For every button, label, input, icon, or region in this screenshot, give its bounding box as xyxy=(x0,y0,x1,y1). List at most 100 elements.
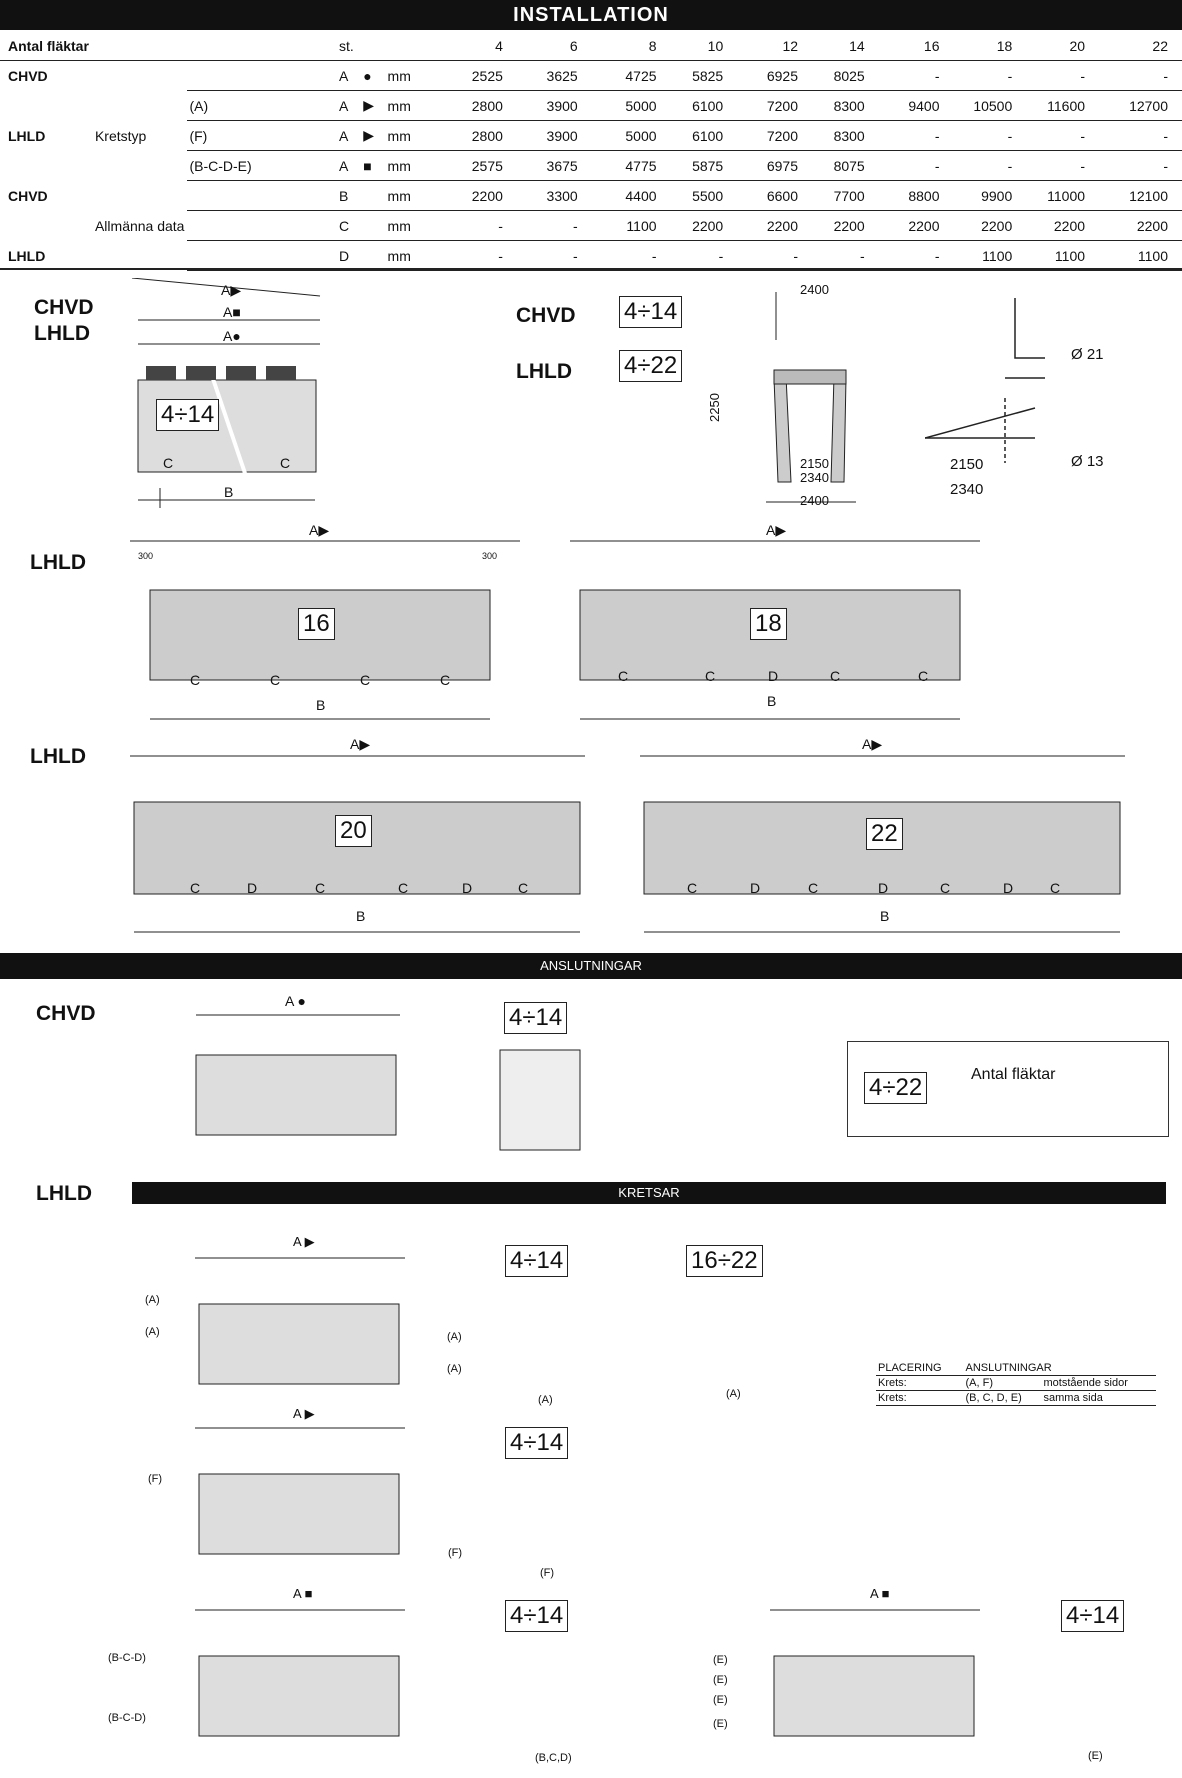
table-cell: - xyxy=(1099,120,1182,151)
table-cell: 9400 xyxy=(878,90,954,121)
table-cell: A xyxy=(337,120,362,151)
unit-18-drawing xyxy=(570,540,980,720)
dim-label-c: C xyxy=(270,672,281,688)
dim-line xyxy=(131,278,321,297)
table-cell: (A) xyxy=(187,90,338,121)
table-cell: 5825 xyxy=(670,60,738,91)
table-cell: - xyxy=(953,60,1027,91)
table-cell: (B-C-D-E) xyxy=(187,150,338,181)
installation-header: INSTALLATION xyxy=(0,0,1182,30)
table-cell: 3675 xyxy=(516,150,592,181)
table-cell: 7200 xyxy=(737,120,813,151)
detail-2340: 2340 xyxy=(950,481,984,498)
table-cell: ● xyxy=(361,60,386,91)
table-cell: CHVD xyxy=(8,187,48,204)
model-label: LHLD xyxy=(516,360,572,383)
dim-2340: 2340 xyxy=(800,470,829,485)
dim-label-a-sq: A ■ xyxy=(870,1586,890,1601)
table-cell: 7200 xyxy=(737,90,813,121)
dim-label-a-tri: A▶ xyxy=(309,522,330,538)
dim-2400-bottom: 2400 xyxy=(800,493,829,508)
dim-label-c: C xyxy=(518,880,529,896)
range-box: 4÷14 xyxy=(156,399,220,432)
table-cell: 5000 xyxy=(591,90,671,121)
table-cell: 12100 xyxy=(1099,180,1182,211)
table-cell: 8300 xyxy=(812,90,879,121)
table-cell: ■ xyxy=(361,150,386,181)
model-label: CHVD xyxy=(34,296,94,319)
table-cell: 3900 xyxy=(516,120,592,151)
anslutningar-header: ANSLUTNINGAR xyxy=(0,953,1182,979)
table-cell: 6975 xyxy=(737,150,813,181)
table-cell xyxy=(93,91,188,121)
table-cell: - xyxy=(438,210,517,241)
table-cell: 1100 xyxy=(953,240,1027,271)
conn-label-f: (F) xyxy=(148,1473,163,1485)
table-cell: - xyxy=(878,60,954,91)
conn-label-e: (E) xyxy=(1088,1750,1103,1762)
table-cell: 1100 xyxy=(1099,240,1182,271)
table-cell: ▶ xyxy=(361,90,386,121)
table-cell: 4775 xyxy=(591,150,671,181)
col-header: 16 xyxy=(878,31,954,61)
dim-label-c: C xyxy=(940,880,951,896)
fan-icon xyxy=(146,366,176,380)
table-cell: 2200 xyxy=(1099,210,1182,241)
table-cell xyxy=(0,91,93,121)
chvd-connection-drawing xyxy=(195,1014,400,1136)
table-cell: - xyxy=(812,240,879,271)
foot-detail-drawing xyxy=(925,298,1045,463)
table-cell xyxy=(93,61,188,91)
dimension-table: Antal fläktar st. 4 6 8 10 12 14 16 18 2… xyxy=(0,31,1182,271)
table-cell: 6100 xyxy=(670,120,738,151)
header-fan-count: Antal fläktar xyxy=(0,31,338,61)
table-divider xyxy=(0,268,1182,270)
table-cell: 3900 xyxy=(516,90,592,121)
range-box: 4÷14 xyxy=(505,1600,569,1633)
chvd-end-view xyxy=(499,1049,581,1151)
edge-300: 300 xyxy=(138,551,154,561)
table-cell: Allmänna data xyxy=(94,217,185,234)
placement-cell: (B, C, D, E) xyxy=(965,1392,1022,1404)
table-cell xyxy=(361,180,386,211)
table-cell: - xyxy=(1026,60,1100,91)
table-cell: 6925 xyxy=(737,60,813,91)
detail-dia-21: Ø 21 xyxy=(1071,346,1104,363)
fan-count-box: 22 xyxy=(866,818,903,851)
dim-2250: 2250 xyxy=(706,393,722,422)
table-cell: (F) xyxy=(187,120,338,151)
table-cell: - xyxy=(516,240,592,271)
range-box: 16÷22 xyxy=(686,1245,763,1278)
dim-label-c: C xyxy=(190,672,201,688)
col-header: 10 xyxy=(670,31,738,61)
dim-label-a-sq: A ■ xyxy=(293,1586,313,1601)
col-header: 12 xyxy=(737,31,813,61)
side-view-drawing xyxy=(766,292,856,503)
placement-header: PLACERING xyxy=(878,1362,942,1374)
table-cell: - xyxy=(1099,150,1182,181)
range-box: 4÷22 xyxy=(619,350,683,383)
table-cell: 12700 xyxy=(1099,90,1182,121)
dim-label-c: C xyxy=(163,455,174,471)
conn-label-a: (A) xyxy=(726,1388,741,1400)
table-cell xyxy=(187,60,338,91)
model-label: LHLD xyxy=(30,745,86,768)
dim-label-c: C xyxy=(1050,880,1061,896)
table-cell: 8075 xyxy=(812,150,879,181)
table-cell: 9900 xyxy=(953,180,1027,211)
table-cell: mm xyxy=(385,210,439,241)
dim-label-c: C xyxy=(830,668,841,684)
table-cell: - xyxy=(670,240,738,271)
dim-label-c: C xyxy=(398,880,409,896)
dim-label-c: C xyxy=(808,880,819,896)
table-cell: 6600 xyxy=(737,180,813,211)
table-cell: A xyxy=(337,90,362,121)
conn-label-e: (E) xyxy=(713,1674,728,1686)
table-cell: 2800 xyxy=(438,90,517,121)
table-cell: 1100 xyxy=(1026,240,1100,271)
table-cell: mm xyxy=(385,120,439,151)
fan-count-box: 18 xyxy=(750,608,787,641)
table-cell: 5000 xyxy=(591,120,671,151)
table-cell: - xyxy=(591,240,671,271)
table-cell: CHVD xyxy=(8,67,48,84)
